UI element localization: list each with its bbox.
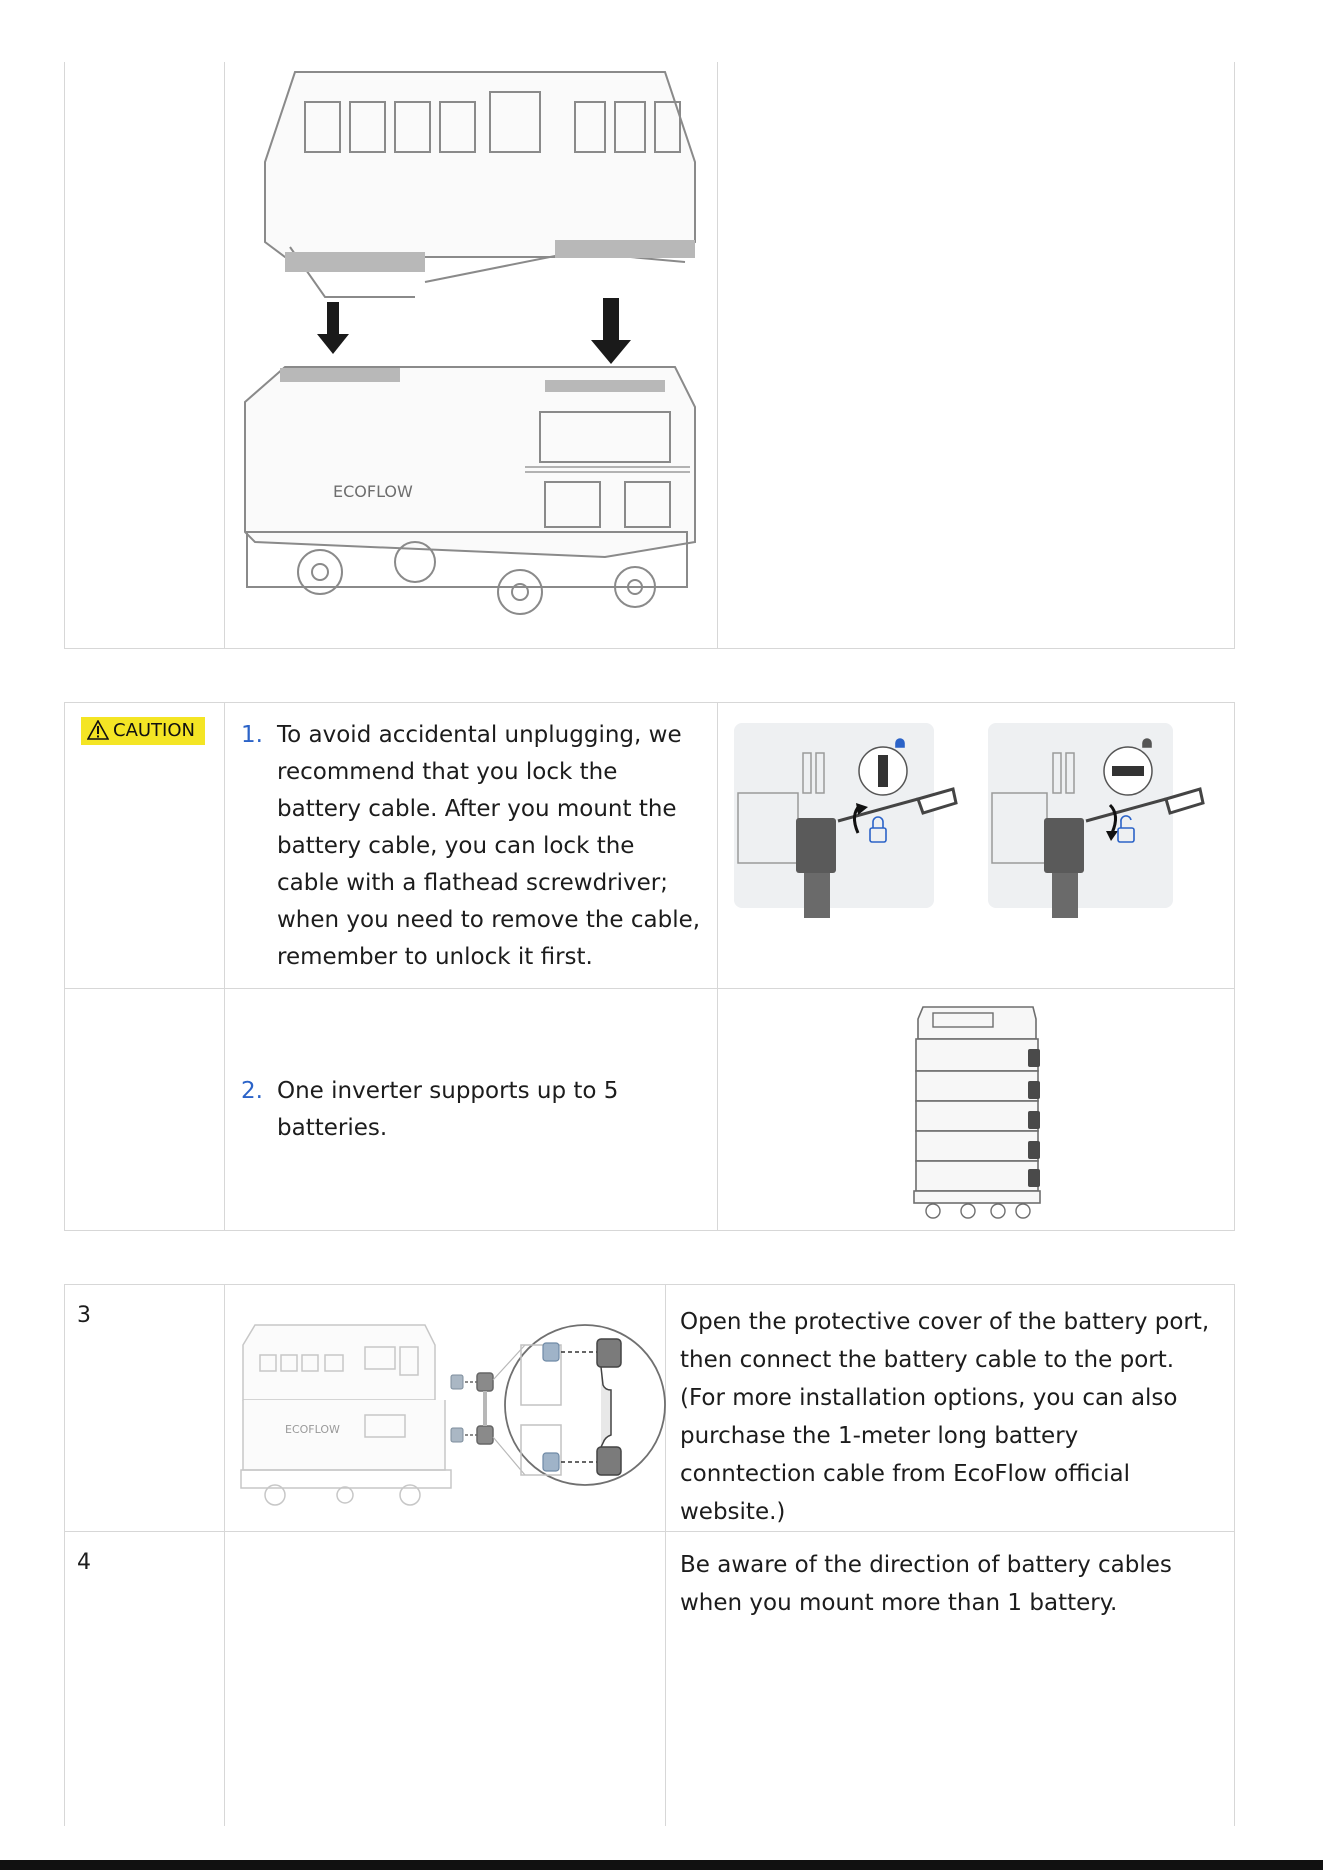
- battery-stacking-figure: ECOFLOW: [244, 71, 696, 615]
- steps-table: 3 ECOFLOW: [64, 1284, 1235, 1826]
- step-4-number-cell: 4: [64, 1531, 225, 1826]
- warning-triangle-icon: [86, 719, 110, 740]
- step-3-number-cell: 3: [64, 1284, 225, 1532]
- step-number: 4: [77, 1550, 91, 1575]
- note-1-cell: 1. To avoid accidental unplugging, we re…: [224, 702, 718, 989]
- caution-table: CAUTION 1. To avoid accidental unpluggin…: [64, 702, 1235, 1231]
- ecoflow-logo: ECOFLOW: [285, 1423, 340, 1436]
- stacking-table: ECOFLOW: [64, 62, 1235, 649]
- note-number: 2.: [241, 1077, 263, 1104]
- note-item-1: 1. To avoid accidental unplugging, we re…: [241, 717, 703, 976]
- stacking-figure-cell: ECOFLOW: [224, 62, 718, 649]
- lock-figure-cell: [717, 702, 1235, 989]
- ecoflow-logo: ECOFLOW: [333, 482, 413, 501]
- five-battery-stack-figure: [913, 1006, 1041, 1219]
- step-description: Be aware of the direction of battery cab…: [680, 1552, 1172, 1616]
- step-4-figure-cell: [224, 1531, 666, 1826]
- stacking-step-cell: [64, 62, 225, 649]
- note-text: One inverter supports up to 5 batteries.: [277, 1077, 619, 1141]
- note-item-2: 2. One inverter supports up to 5 batteri…: [241, 1073, 703, 1147]
- stacking-empty-cell: [717, 62, 1235, 649]
- caution-cell: CAUTION: [64, 702, 225, 989]
- cable-lock-figure: [734, 723, 1205, 918]
- note-number: 1.: [241, 722, 263, 748]
- step-3-text-cell: Open the protective cover of the battery…: [665, 1284, 1235, 1532]
- note-2-empty-cell: [64, 988, 225, 1231]
- caution-badge: CAUTION: [81, 717, 205, 745]
- note-2-cell: 2. One inverter supports up to 5 batteri…: [224, 988, 718, 1231]
- step-3-figure-cell: ECOFLOW: [224, 1284, 666, 1532]
- note-text: To avoid accidental unplugging, we recom…: [277, 722, 701, 970]
- caution-label: CAUTION: [113, 720, 195, 741]
- stack-figure-cell: [717, 988, 1235, 1231]
- step-4-text-cell: Be aware of the direction of battery cab…: [665, 1531, 1235, 1826]
- battery-cable-connection-figure: ECOFLOW: [240, 1324, 666, 1506]
- step-description: Open the protective cover of the battery…: [680, 1309, 1210, 1525]
- step-number: 3: [77, 1303, 91, 1328]
- page-bottom-bar: [0, 1860, 1323, 1870]
